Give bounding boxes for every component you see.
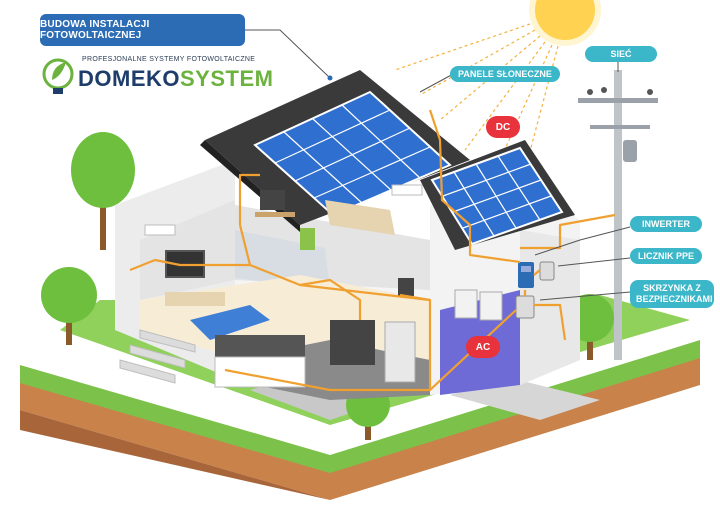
logo-name: DOMEKOSYSTEM bbox=[78, 66, 273, 92]
leader-dot bbox=[327, 75, 333, 81]
leader-lines bbox=[245, 29, 631, 301]
badge-dc: DC bbox=[486, 116, 520, 138]
label-fusebox: SKRZYNKA Z BEZPIECZNIKAMI bbox=[630, 280, 714, 308]
tree-icon bbox=[41, 267, 97, 345]
power-pole-icon bbox=[578, 70, 658, 360]
logo-tagline: PROFESJONALNE SYSTEMY FOTOWOLTAICZNE bbox=[82, 56, 256, 63]
label-solar-panels: PANELE SŁONECZNE bbox=[450, 66, 560, 82]
tree-icon bbox=[71, 132, 135, 250]
label-inverter: INWERTER bbox=[630, 216, 702, 232]
fusebox-device bbox=[515, 295, 535, 319]
inverter-device bbox=[518, 262, 534, 288]
sun-icon bbox=[529, 0, 601, 46]
furniture bbox=[144, 184, 503, 388]
logo-name-part2: SYSTEM bbox=[180, 66, 274, 91]
solar-panel-array-main bbox=[253, 90, 452, 217]
logo-leaf-icon bbox=[42, 58, 74, 94]
company-logo: PROFESJONALNE SYSTEMY FOTOWOLTAICZNE DOM… bbox=[40, 56, 273, 100]
logo-name-part1: DOMEKO bbox=[78, 66, 180, 91]
stairs bbox=[119, 329, 196, 384]
badge-ac: AC bbox=[466, 336, 500, 358]
label-meter: LICZNIK PPE bbox=[630, 248, 702, 264]
label-grid: SIEĆ bbox=[585, 46, 657, 62]
meter-device bbox=[539, 261, 555, 281]
diagram-title: BUDOWA INSTALACJI FOTOWOLTAICZNEJ bbox=[40, 14, 245, 46]
sun-rays bbox=[394, 23, 559, 171]
